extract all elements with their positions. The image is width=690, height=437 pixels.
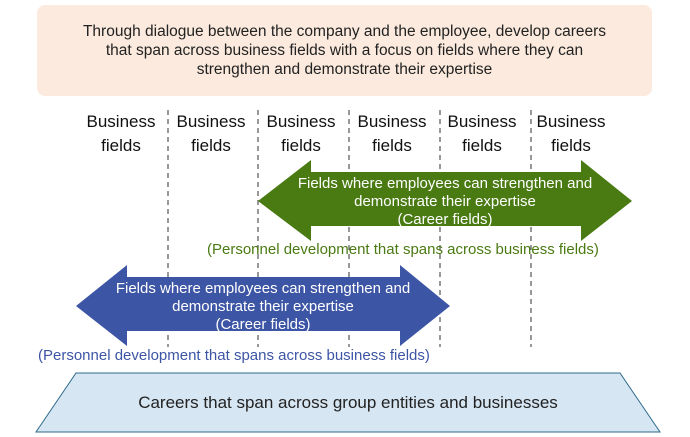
header-text: Through dialogue between the company and… <box>82 23 607 78</box>
blue-double-arrow <box>76 265 450 346</box>
green-caption: (Personnel development that spans across… <box>207 241 599 258</box>
header-box: Through dialogue between the company and… <box>37 5 652 96</box>
base-trapezoid <box>35 372 661 433</box>
business-fields-label: Business fields <box>266 112 336 155</box>
business-fields-label: Business fields <box>176 112 246 155</box>
column-dividers <box>167 110 532 347</box>
blue-arrow-label: Fields where employees can strengthen an… <box>115 280 411 333</box>
business-fields-label: Business fields <box>536 112 606 155</box>
business-fields-label: Business fields <box>86 112 156 155</box>
green-double-arrow <box>258 160 632 241</box>
business-fields-label: Business fields <box>447 112 517 155</box>
green-arrow-label: Fields where employees can strengthen an… <box>297 175 593 228</box>
base-label: Careers that span across group entities … <box>138 392 558 412</box>
business-fields-label: Business fields <box>357 112 427 155</box>
blue-caption: (Personnel development that spans across… <box>38 347 430 364</box>
